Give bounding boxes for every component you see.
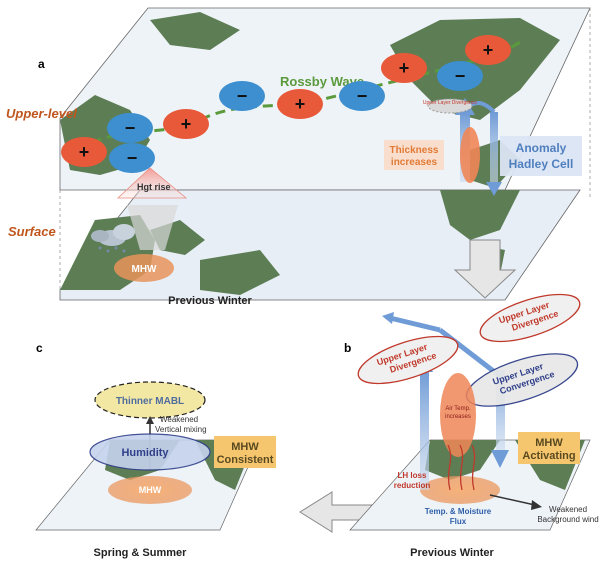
anomaly-sign: + [399, 58, 410, 78]
panel-a-label: a [38, 57, 45, 71]
negative-anomaly-circle [437, 61, 483, 91]
positive-anomaly-circle [163, 109, 209, 139]
arrow-top-left [389, 315, 441, 333]
mhw-ellipse-b [420, 476, 500, 504]
heat-arrow-1 [447, 444, 452, 491]
hgt-rise-pyramid [116, 167, 188, 199]
weakened-label-1: Weakened [160, 415, 198, 424]
negative-anomaly-circle [219, 81, 265, 111]
anomaly-sign: + [295, 94, 306, 114]
mhw-label-c: MHW [139, 485, 162, 495]
panel-c: c MHW Thinner MABL Weakened Vertical mix… [35, 341, 276, 559]
thickness-box [384, 140, 444, 170]
negative-anomaly-circle [339, 81, 385, 111]
mhw-activating-label-1: MHW [535, 437, 563, 449]
panel-b: b Upper Layer Divergence Upper Layer Div… [344, 293, 599, 559]
wave-anomaly-circles: +−+−−+−+−+ [61, 35, 511, 173]
thinner-mabl-label: Thinner MABL [116, 396, 184, 407]
anomaly-sign: − [455, 66, 466, 86]
thickness-label-2: increases [391, 157, 438, 168]
positive-anomaly-circle [381, 53, 427, 83]
hadley-label-2: Hadley Cell [509, 157, 574, 171]
air-temp-label-2: increases [445, 414, 471, 420]
north-america-land-surface [440, 190, 520, 240]
positive-anomaly-circle [465, 35, 511, 65]
wind-arrow [489, 494, 536, 506]
anomaly-sign: − [127, 148, 138, 168]
air-temp-ellipse [440, 373, 476, 457]
rossby-wave-label: Rossby Wave [280, 74, 364, 89]
negative-anomaly-circle [109, 143, 155, 173]
arrow-top-left-head [382, 312, 394, 324]
surface-label: Surface [8, 224, 56, 239]
anomaly-sign: − [237, 86, 248, 106]
arrow-right-down-shaft [496, 370, 505, 450]
heat-arrow-2 [459, 444, 464, 491]
panel-b-label: b [344, 341, 351, 355]
mhw-label-a: MHW [132, 264, 158, 275]
hadley-box [500, 136, 582, 176]
positive-anomaly-circle [277, 89, 323, 119]
upper-layer-divergence-small [427, 98, 473, 114]
heat-arrow-3 [471, 444, 476, 491]
anomaly-sign: + [181, 114, 192, 134]
maritime-land-surface [200, 250, 280, 295]
upper-divergence-left-ellipse [357, 335, 459, 385]
panel-c-caption: Spring & Summer [94, 547, 188, 559]
cloud-icon [91, 224, 135, 253]
mhw-ellipse-a [114, 254, 174, 282]
air-temp-label-1: Air Temp. [445, 406, 471, 412]
positive-anomaly-circle [61, 137, 107, 167]
panel-c-label: c [36, 341, 43, 355]
lh-loss-label-2: reduction [394, 481, 431, 490]
weakened-label-2: Vertical mixing [155, 425, 207, 434]
wind-arrow-head [531, 500, 542, 510]
mhw-consistent-box [214, 436, 276, 468]
arrow-right-down-head [491, 450, 509, 468]
anomaly-sign: − [357, 86, 368, 106]
thickness-ellipse [460, 127, 480, 183]
hadley-arrow-down-shaft [490, 112, 498, 182]
anomaly-sign: − [125, 118, 136, 138]
mixing-arrow-head [146, 416, 154, 424]
lh-loss-label-1: LH loss [398, 471, 427, 480]
hgt-rise-label: Hgt rise [137, 182, 171, 192]
humidity-ellipse [89, 433, 211, 471]
anomaly-sign: + [483, 40, 494, 60]
mhw-consistent-label-2: Consistent [217, 454, 274, 466]
humidity-label: Humidity [121, 447, 169, 459]
arrow-left-up-shaft [420, 370, 429, 490]
hadley-arrow-down-head [486, 182, 502, 196]
mhw-activating-box [518, 432, 580, 464]
temp-flux-label-1: Temp. & Moisture [425, 507, 492, 516]
mhw-activating-label-2: Activating [522, 450, 575, 462]
negative-anomaly-circle [107, 113, 153, 143]
upper-level-label: Upper-level [6, 106, 77, 121]
upper-layer-divergence-small-label: Upper Layer Divergence [423, 100, 477, 106]
upper-divergence-right-ellipse [479, 293, 581, 343]
temp-flux-label-2: Flux [450, 517, 467, 526]
hgt-column [127, 205, 178, 250]
panel-b-caption: Previous Winter [410, 547, 494, 559]
anomaly-sign: + [79, 142, 90, 162]
panel-a-caption: Previous Winter [168, 295, 252, 307]
thickness-label-1: Thickness [390, 145, 439, 156]
weakened-wind-label-2: Background wind [537, 515, 598, 524]
weakened-wind-label-1: Weakened [549, 505, 587, 514]
mhw-ellipse-c [108, 476, 192, 504]
panel-a: a Rossby Wave +−+−−+−+−+ Upper-level Sur… [6, 7, 591, 307]
hadley-label-1: Anomaly [516, 141, 567, 155]
down-arrow [453, 239, 517, 299]
arctic-land-upper [150, 12, 240, 50]
mhw-consistent-label-1: MHW [231, 441, 259, 453]
